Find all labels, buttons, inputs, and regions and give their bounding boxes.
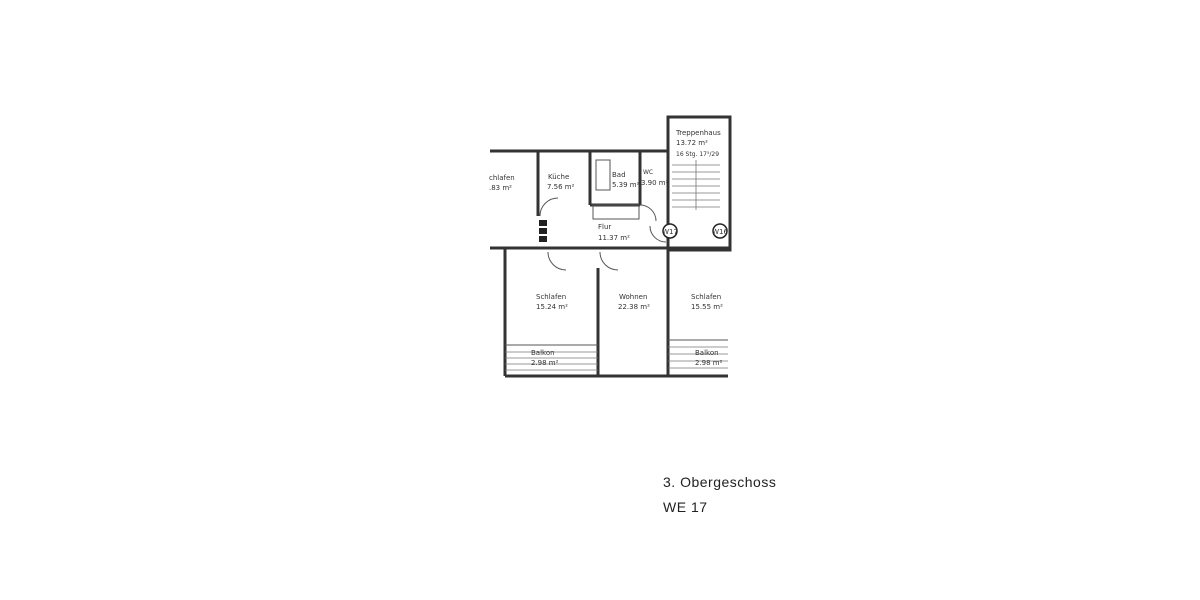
- balcony-hatching: [505, 346, 728, 371]
- room-area: 5.39 m²: [612, 181, 640, 189]
- room-name: Wohnen: [619, 293, 647, 301]
- room-area: 13.72 m²: [676, 139, 708, 147]
- room-area: .83 m²: [489, 184, 512, 192]
- room-name: Treppenhaus: [675, 129, 721, 137]
- room-area: 22.38 m²: [618, 303, 650, 311]
- room-name: Bad: [612, 171, 626, 179]
- unit-caption: WE 17: [663, 499, 708, 515]
- floor-caption: 3. Obergeschoss: [663, 474, 777, 490]
- stair-note: 16 Stg. 17⁵/29: [676, 151, 719, 158]
- svg-text:W17: W17: [662, 228, 678, 236]
- room-name: Küche: [548, 173, 569, 181]
- unit-marker-w17: W17: [662, 223, 678, 239]
- unit-marker-w16: W16: [712, 223, 728, 239]
- room-area: 2.98 m²: [531, 359, 559, 367]
- svg-text:W16: W16: [712, 228, 728, 236]
- room-area: 3.90 m²: [641, 179, 669, 187]
- room-area: 15.55 m²: [691, 303, 723, 311]
- room-name: WC: [643, 169, 653, 176]
- room-name: Balkon: [695, 349, 719, 357]
- room-name: Schlafen: [536, 293, 566, 301]
- room-area: 2.98 m²: [695, 359, 723, 367]
- room-area: 15.24 m²: [536, 303, 568, 311]
- room-name: Balkon: [531, 349, 555, 357]
- room-area: 7.56 m²: [547, 183, 575, 191]
- stairs: [672, 160, 720, 210]
- room-name: chlafen: [489, 174, 515, 182]
- room-name: Flur: [598, 223, 611, 231]
- room-name: Schlafen: [691, 293, 721, 301]
- walls: [490, 115, 732, 378]
- room-area: 11.37 m²: [598, 234, 630, 242]
